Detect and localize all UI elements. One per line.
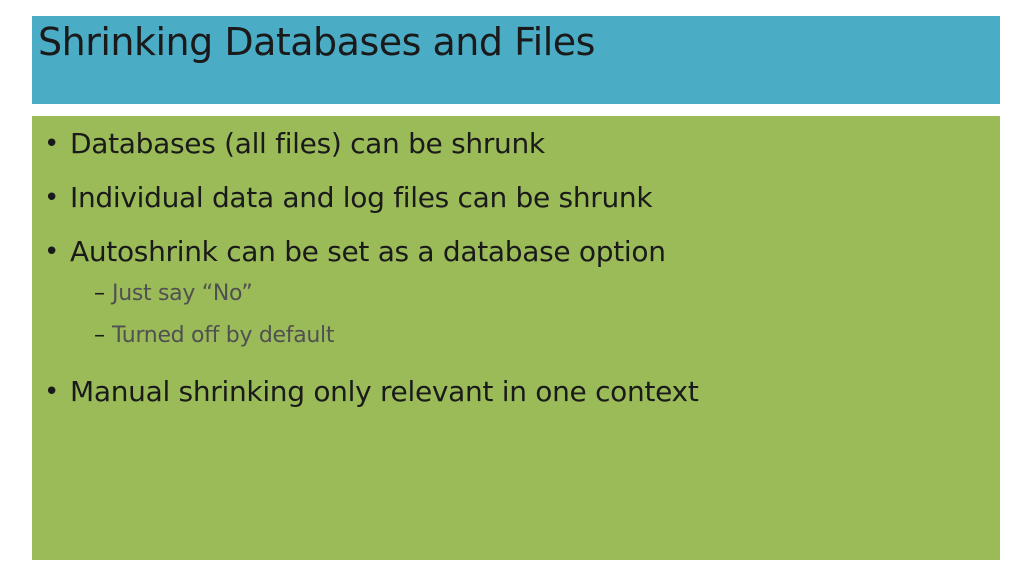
sub-bullet-text: Just say “No” [112,281,253,306]
title-band: Shrinking Databases and Files [32,16,1000,104]
sub-bullet-marker: – [94,323,105,348]
content-band: • Databases (all files) can be shrunk • … [32,116,1000,560]
bullet-item: • Autoshrink can be set as a database op… [32,232,992,272]
bullet-text: Databases (all files) can be shrunk [70,127,545,160]
bullet-marker: • [44,129,60,159]
bullet-item: • Individual data and log files can be s… [32,178,992,218]
bullet-item: • Databases (all files) can be shrunk [32,124,992,164]
bullet-text: Autoshrink can be set as a database opti… [70,235,666,268]
bullet-text: Individual data and log files can be shr… [70,181,653,214]
bullet-text: Manual shrinking only relevant in one co… [70,375,699,408]
slide-title: Shrinking Databases and Files [38,20,595,64]
sub-bullet-marker: – [94,281,105,306]
sub-bullet-item: – Turned off by default [32,320,992,352]
bullet-marker: • [44,183,60,213]
sub-bullet-item: – Just say “No” [32,278,992,310]
bullet-marker: • [44,377,60,407]
bullet-marker: • [44,237,60,267]
sub-bullet-text: Turned off by default [112,323,335,348]
bullet-item: • Manual shrinking only relevant in one … [32,372,992,412]
